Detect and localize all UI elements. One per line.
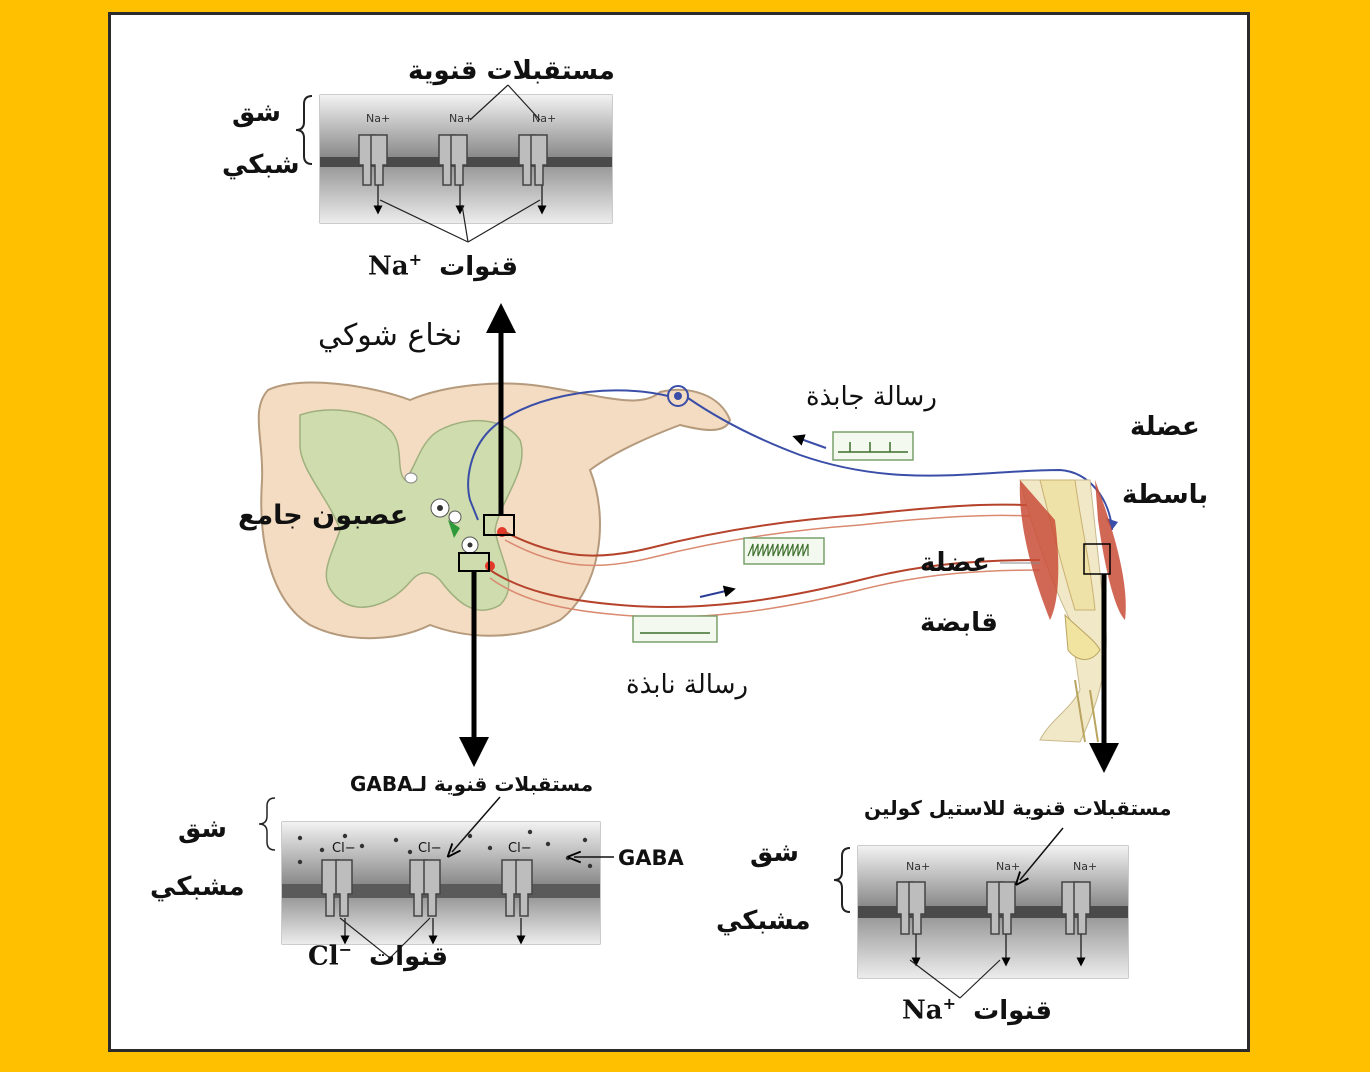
cl-ion-label: Cl− (508, 841, 532, 856)
top-cleft-label-line2: شبكي (222, 150, 300, 180)
cl-ion-label: Cl− (332, 841, 356, 856)
channels-word: قنوات (973, 996, 1052, 1026)
na-ion: Na (368, 252, 409, 282)
na-charge: + (409, 250, 422, 269)
left-cleft-label-line1: شق (178, 814, 227, 844)
cl-channels-label: Cl− قنوات (308, 940, 448, 972)
top-synapse-panel: Na+ Na+ Na+ (296, 85, 612, 242)
efferent-signal-box-inhibited (633, 616, 717, 642)
gaba-molecule-label: GABA (618, 846, 684, 870)
spinal-cord-label: نخاع شوكي (318, 318, 462, 353)
extensor-muscle-label-line1: عضلة (1130, 412, 1200, 442)
flexor-muscle-label-line1: عضلة (920, 548, 990, 578)
na-charge: + (943, 994, 956, 1013)
na-ion-label: Na+ (996, 860, 1020, 873)
flexor-muscle-label-line2: قابضة (920, 608, 998, 638)
na-ion-label: Na+ (1073, 860, 1097, 873)
channels-word: قنوات (369, 942, 448, 972)
afferent-direction-arrow (798, 438, 826, 448)
afferent-signal-box (833, 432, 913, 460)
right-cleft-label-line1: شق (750, 838, 799, 868)
na-ion-label: Na+ (366, 112, 390, 125)
cl-ion-label: Cl− (418, 841, 442, 856)
central-canal (405, 473, 417, 483)
interneuron-label: عصبون جامع (238, 500, 408, 531)
na-ion-label: Na+ (449, 112, 473, 125)
na-ion: Na (902, 996, 943, 1026)
afferent-message-label: رسالة جابذة (806, 382, 937, 412)
cl-ion: Cl (308, 942, 339, 972)
na-ion-label: Na+ (906, 860, 930, 873)
extensor-muscle-label-line2: باسطة (1122, 480, 1208, 510)
right-cleft-label-line2: مشبكي (716, 906, 811, 936)
top-receptors-label: مستقبلات قنوية (408, 56, 615, 86)
efferent-message-label: رسالة نابذة (626, 670, 748, 700)
top-cleft-label-line1: شق (232, 98, 281, 128)
gaba-receptors-label: مستقبلات قنوية لـGABA (350, 772, 593, 796)
na-ion-label: Na+ (532, 112, 556, 125)
channels-word: قنوات (439, 252, 518, 282)
cleft-brace (259, 798, 275, 850)
cleft-brace (834, 848, 850, 912)
efferent-signal-box-active (744, 538, 824, 564)
gaba-synapse-panel: Cl− Cl− Cl− (259, 797, 614, 958)
ach-synapse-panel: Na+ Na+ Na+ (834, 828, 1128, 998)
cl-charge: − (339, 940, 352, 959)
left-cleft-label-line2: مشبكي (150, 872, 245, 902)
top-na-channels-label: Na+ قنوات (368, 250, 518, 282)
bottom-na-channels-label: Na+ قنوات (902, 994, 1052, 1026)
efferent-direction-arrow (700, 590, 730, 597)
ach-receptors-label: مستقبلات قنوية للاستيل كولين (864, 796, 1171, 820)
